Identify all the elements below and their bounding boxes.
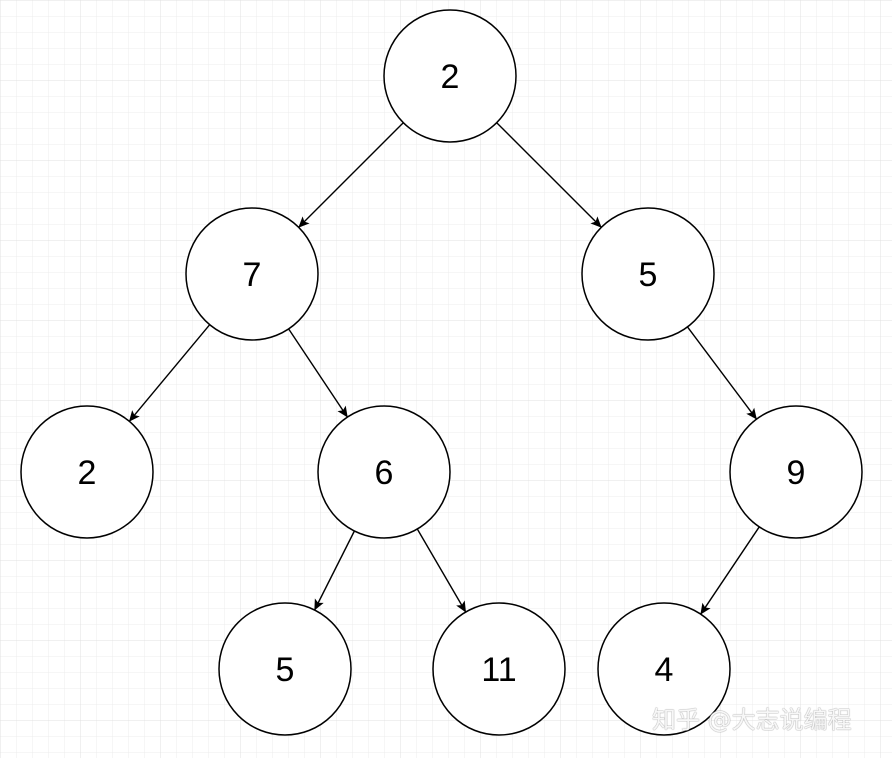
tree-node-n6: 6	[317, 405, 451, 539]
node-circle	[185, 207, 319, 341]
node-label: 6	[375, 454, 394, 492]
edge-n7-to-n2	[128, 324, 211, 422]
node-label: 9	[787, 454, 806, 492]
node-label: 5	[276, 651, 295, 689]
node-circle	[597, 602, 731, 736]
edge-n9-to-n4	[700, 526, 760, 615]
tree-node-n4: 4	[597, 602, 731, 736]
node-circle	[218, 602, 352, 736]
node-circle	[581, 207, 715, 341]
tree-node-n9: 9	[729, 405, 863, 539]
node-circle	[432, 602, 566, 736]
node-label: 5	[639, 256, 658, 294]
edge-n6-to-n11	[416, 528, 467, 613]
node-label: 2	[78, 454, 97, 492]
nodes-layer: 2 7 5 2 6 9 5 11 4	[20, 9, 863, 736]
edges-layer	[128, 122, 760, 615]
node-circle	[317, 405, 451, 539]
node-label: 2	[441, 58, 460, 96]
edge-root-to-n7	[298, 122, 404, 228]
tree-node-n7: 7	[185, 207, 319, 341]
node-label: 4	[655, 651, 674, 689]
watermark-text: 知乎 @大志说编程	[652, 706, 852, 734]
edge-root-to-n5a	[496, 122, 602, 228]
node-label: 11	[481, 651, 516, 689]
node-circle	[383, 9, 517, 143]
edge-n5a-to-n9	[686, 326, 758, 420]
node-circle	[20, 405, 154, 539]
tree-node-n5a: 5	[581, 207, 715, 341]
tree-node-n2: 2	[20, 405, 154, 539]
edge-n6-to-n5b	[313, 530, 356, 611]
node-label: 7	[243, 256, 262, 294]
tree-node-root: 2	[383, 9, 517, 143]
node-circle	[729, 405, 863, 539]
tree-node-n11: 11	[432, 602, 566, 736]
tree-node-n5b: 5	[218, 602, 352, 736]
edge-n7-to-n6	[288, 328, 348, 418]
